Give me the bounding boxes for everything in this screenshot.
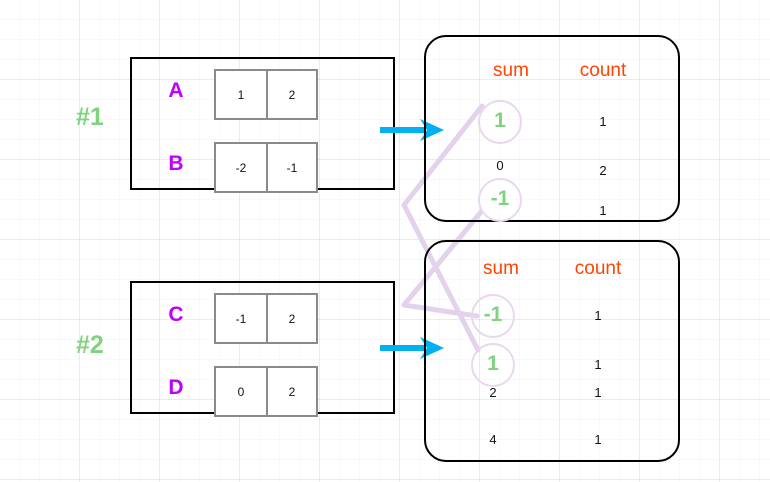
table-1-cell-count: 1 bbox=[599, 114, 607, 129]
table-1-cell-sum: -1 bbox=[490, 187, 510, 210]
matrix-cell: 2 bbox=[266, 295, 316, 342]
group-label-2: #2 bbox=[76, 331, 104, 359]
matrix-cell: -1 bbox=[266, 144, 316, 191]
table-2-cell-sum: 2 bbox=[489, 385, 497, 400]
matrix-row-label-C: C bbox=[168, 303, 184, 326]
table-panel-2: sum count -1 1 1 1 2 1 4 1 bbox=[424, 240, 680, 462]
matrix-cell: 0 bbox=[237, 384, 245, 399]
matrix-row-label-D: D bbox=[168, 376, 184, 399]
table-2-cell-count: 1 bbox=[594, 385, 602, 400]
table-2-header-sum: sum bbox=[483, 258, 519, 279]
matrix-row-cells-A: 1 2 bbox=[214, 69, 318, 120]
table-1-header-sum: sum bbox=[493, 60, 529, 81]
matrix-row-label-A: A bbox=[168, 79, 184, 102]
matrix-row-cells-D: 0 2 bbox=[214, 366, 318, 417]
table-1-cell-count: 2 bbox=[599, 163, 607, 178]
matrix-cell: -1 bbox=[235, 311, 247, 326]
table-panel-1: sum count 1 1 0 2 -1 1 bbox=[424, 35, 680, 222]
table-2-cell-sum: -1 bbox=[483, 303, 503, 326]
table-2-cell-count: 1 bbox=[594, 432, 602, 447]
table-1-cell-sum: 1 bbox=[494, 109, 506, 132]
arrow-group2-to-table2 bbox=[380, 337, 444, 359]
table-2-cell-count: 1 bbox=[594, 308, 602, 323]
table-2-cell-count: 1 bbox=[594, 357, 602, 372]
matrix-cell: 2 bbox=[266, 368, 316, 415]
matrix-panel-1: A 1 2 B -2 -1 bbox=[130, 57, 395, 193]
matrix-cell: 1 bbox=[237, 87, 245, 102]
matrix-row-cells-C: -1 2 bbox=[214, 293, 318, 344]
arrow-group1-to-table1 bbox=[380, 119, 444, 141]
group-label-1: #1 bbox=[76, 103, 104, 131]
matrix-panel-2: C -1 2 D 0 2 bbox=[130, 281, 395, 417]
matrix-cell: -2 bbox=[235, 160, 247, 175]
matrix-cell: 2 bbox=[266, 71, 316, 118]
table-2-cell-sum: 4 bbox=[489, 432, 497, 447]
table-1-cell-count: 1 bbox=[599, 203, 607, 218]
table-2-header-count: count bbox=[574, 258, 622, 279]
table-2-cell-sum: 1 bbox=[487, 352, 499, 375]
matrix-row-label-B: B bbox=[168, 152, 184, 175]
matrix-row-cells-B: -2 -1 bbox=[214, 142, 318, 193]
table-1-header-count: count bbox=[579, 60, 627, 81]
table-1-cell-sum: 0 bbox=[496, 158, 504, 173]
